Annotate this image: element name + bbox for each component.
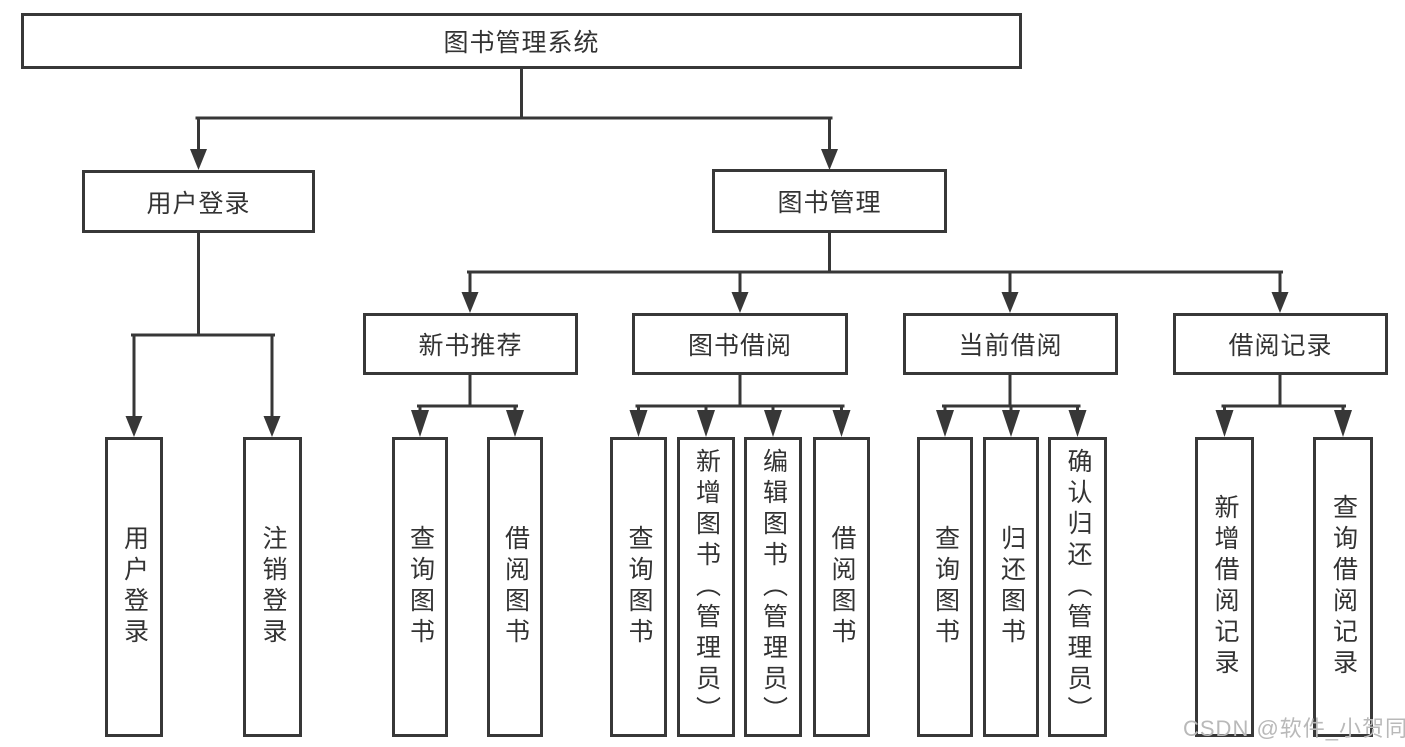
- leaf-confirm-return-admin: 确认归还（管理员）: [1048, 437, 1107, 737]
- leaf-borrow-books-1: 借阅图书: [487, 437, 543, 737]
- leaf-return-book: 归还图书: [983, 437, 1039, 737]
- leaf-user-login: 用户登录: [105, 437, 163, 737]
- csdn-watermark: CSDN @软件_小贺同学: [1183, 716, 1405, 741]
- leaf-borrow-books-2: 借阅图书: [813, 437, 870, 737]
- leaf-add-book-admin: 新增图书（管理员）: [677, 437, 735, 737]
- node-book-management: 图书管理: [712, 169, 947, 233]
- node-current-borrowing: 当前借阅: [903, 313, 1118, 375]
- leaf-query-books-1: 查询图书: [392, 437, 448, 737]
- leaf-query-books-2: 查询图书: [610, 437, 667, 737]
- leaf-query-borrow-record: 查询借阅记录: [1313, 437, 1373, 737]
- node-borrowing-records: 借阅记录: [1173, 313, 1388, 375]
- node-new-book-recommend: 新书推荐: [363, 313, 578, 375]
- leaf-query-books-3: 查询图书: [917, 437, 973, 737]
- leaf-add-borrow-record: 新增借阅记录: [1195, 437, 1254, 737]
- leaf-logout: 注销登录: [243, 437, 302, 737]
- leaf-edit-book-admin: 编辑图书（管理员）: [744, 437, 802, 737]
- node-user-login: 用户登录: [82, 170, 315, 233]
- node-root-library-system: 图书管理系统: [21, 13, 1022, 69]
- node-book-borrowing: 图书借阅: [632, 313, 848, 375]
